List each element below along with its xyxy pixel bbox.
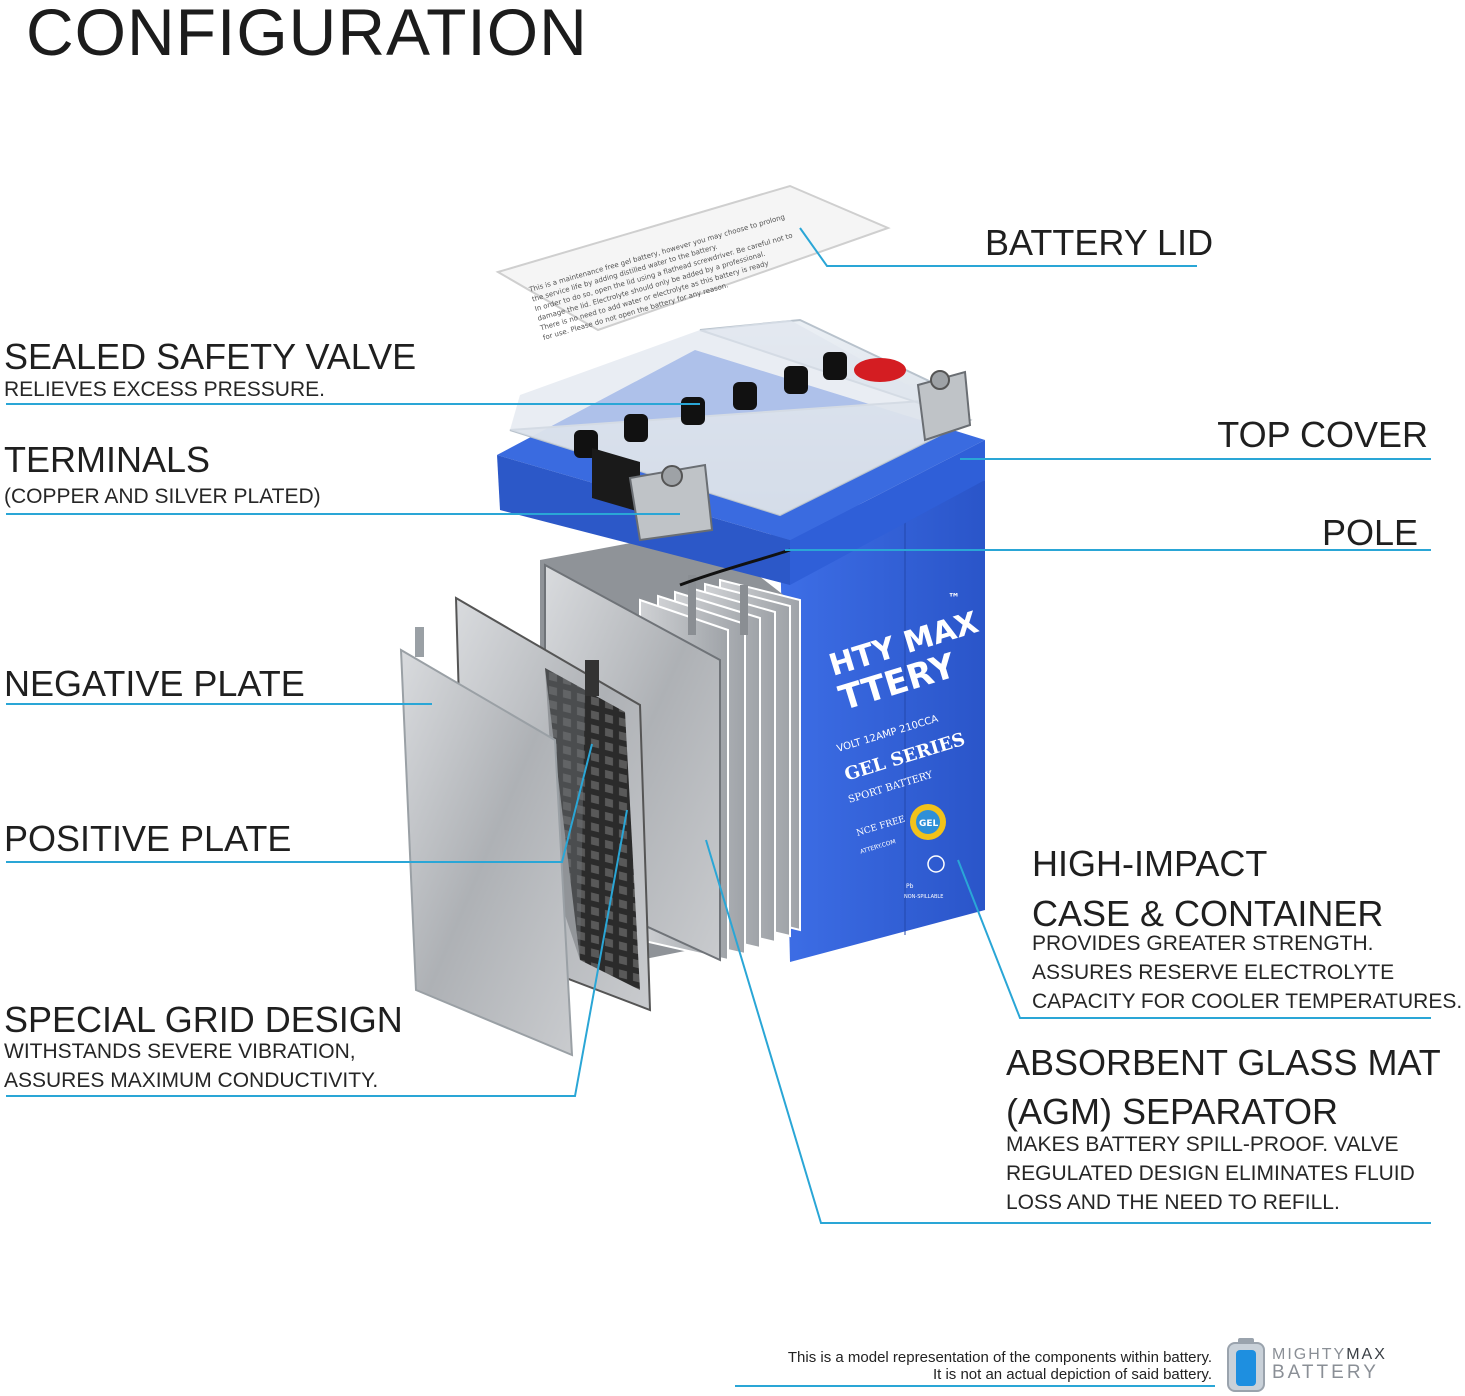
battery-lid-sheet: This is a maintenance free gel battery, … bbox=[495, 184, 891, 342]
logo-max: MAX bbox=[1346, 1346, 1387, 1363]
battery-logo-icon bbox=[1227, 1338, 1265, 1392]
negative-plate-label: NEGATIVE PLATE bbox=[4, 663, 305, 704]
trademark: ™ bbox=[948, 591, 960, 605]
pole-label: POLE bbox=[1321, 512, 1418, 553]
agm-label-line1: ABSORBENT GLASS MAT bbox=[1006, 1042, 1441, 1083]
disclaimer-line2: It is not an actual depiction of said ba… bbox=[932, 1366, 1212, 1383]
sealed-valve-desc: RELIEVES EXCESS PRESSURE. bbox=[4, 378, 325, 401]
logo-line2: BATTERY bbox=[1272, 1362, 1379, 1383]
agm-desc-line3: LOSS AND THE NEED TO REFILL. bbox=[1006, 1191, 1340, 1214]
battery-case: HTY MAX TTERY ™ VOLT 12AMP 210CCA GEL SE… bbox=[755, 470, 985, 962]
disclaimer-line1: This is a model representation of the co… bbox=[787, 1349, 1212, 1366]
terminals-label: TERMINALS bbox=[4, 439, 211, 480]
leader-lines bbox=[6, 227, 1431, 1387]
terminal-negative bbox=[628, 463, 714, 542]
grid-label: SPECIAL GRID DESIGN bbox=[4, 999, 403, 1040]
gel-badge-text: GEL bbox=[919, 819, 939, 829]
page-title: CONFIGURATION bbox=[26, 0, 588, 69]
case-desc-line2: ASSURES RESERVE ELECTROLYTE bbox=[1032, 961, 1395, 984]
positive-cap bbox=[854, 358, 906, 382]
positive-plate-label: POSITIVE PLATE bbox=[4, 818, 292, 859]
case-desc-line1: PROVIDES GREATER STRENGTH. bbox=[1032, 932, 1374, 955]
agm-desc-line1: MAKES BATTERY SPILL-PROOF. VALVE bbox=[1006, 1133, 1399, 1156]
agm-label-line2: (AGM) SEPARATOR bbox=[1006, 1091, 1339, 1132]
top-cover bbox=[497, 318, 985, 585]
case-desc-line3: CAPACITY FOR COOLER TEMPERATURES. bbox=[1032, 990, 1463, 1013]
grid-desc-line2: ASSURES MAXIMUM CONDUCTIVITY. bbox=[4, 1069, 379, 1092]
battery-lid-label: BATTERY LID bbox=[985, 222, 1214, 263]
terminals-desc: (COPPER AND SILVER PLATED) bbox=[4, 485, 321, 508]
grid-desc-line1: WITHSTANDS SEVERE VIBRATION, bbox=[4, 1040, 356, 1063]
case-label-line1: HIGH-IMPACT bbox=[1032, 843, 1268, 884]
terminal-positive bbox=[916, 370, 972, 442]
non-spillable-text: NON-SPILLABLE bbox=[904, 894, 943, 900]
recycle-icon bbox=[927, 855, 945, 873]
negative-plate bbox=[399, 627, 574, 1057]
top-cover-label: TOP COVER bbox=[1217, 414, 1428, 455]
pb-mark: Pb bbox=[906, 883, 914, 890]
logo-line1: MIGHTYMAX bbox=[1272, 1346, 1387, 1363]
case-label-line2: CASE & CONTAINER bbox=[1032, 893, 1384, 934]
agm-desc-line2: REGULATED DESIGN ELIMINATES FLUID bbox=[1006, 1162, 1415, 1185]
logo-mighty: MIGHTY bbox=[1272, 1346, 1347, 1363]
sealed-valve-label: SEALED SAFETY VALVE bbox=[4, 336, 417, 377]
